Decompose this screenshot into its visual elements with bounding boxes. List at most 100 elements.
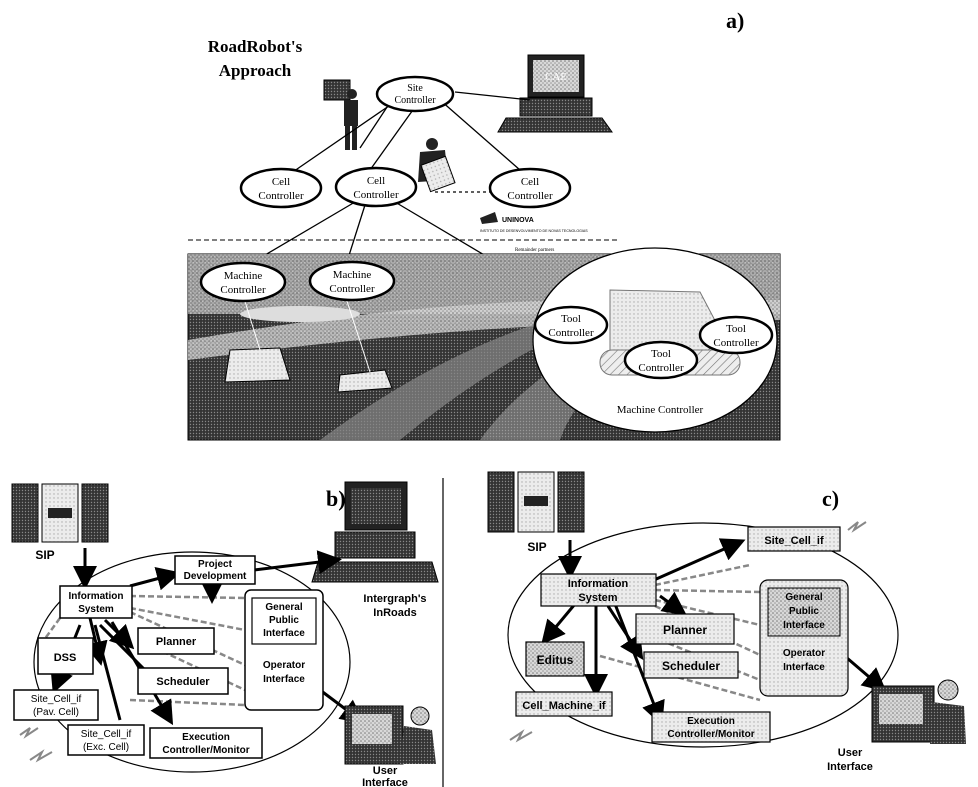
cell-machine-if-box: Cell_Machine_if <box>515 691 613 717</box>
svg-text:Machine: Machine <box>333 269 372 281</box>
editus-box: Editus <box>525 641 585 677</box>
svg-text:System: System <box>78 604 114 615</box>
svg-text:Tool: Tool <box>651 348 671 360</box>
svg-text:Cell: Cell <box>272 176 290 188</box>
engineer-figure-icon <box>323 79 358 150</box>
user-interface-icon <box>344 705 436 765</box>
sip-servers-c-icon <box>487 471 585 533</box>
user-interface-b-line1: User <box>373 765 398 777</box>
site-cell-exc-box: Site_Cell_if (Exc. Cell) <box>67 724 145 756</box>
control-flows-c <box>541 538 887 726</box>
svg-text:Controller: Controller <box>258 190 304 202</box>
wireless-links-icon <box>19 727 53 763</box>
machine-controller-caption: Machine Controller <box>617 404 704 416</box>
svg-text:Execution: Execution <box>687 716 735 727</box>
svg-text:Scheduler: Scheduler <box>156 676 210 688</box>
planner-c-box: Planner <box>635 613 735 645</box>
panel-c-label: c) <box>822 486 839 511</box>
partners-label: Remainder partners <box>515 248 554 253</box>
interfaces-c-container: General Public Interface Operator Interf… <box>759 579 849 697</box>
wireless-links-c-icon <box>509 521 867 743</box>
svg-text:Controller: Controller <box>220 284 266 296</box>
sip-c-label: SIP <box>527 540 546 554</box>
panel-a-title-line2: Approach <box>219 61 292 80</box>
system-boundary <box>33 551 351 773</box>
cell-controller-center: Cell Controller <box>334 166 418 208</box>
svg-text:DSS: DSS <box>54 652 77 664</box>
svg-text:(Exc. Cell): (Exc. Cell) <box>83 742 129 753</box>
svg-text:Site_Cell_if: Site_Cell_if <box>81 729 132 740</box>
svg-text:Operator: Operator <box>783 648 825 659</box>
system-boundary-c <box>507 522 899 748</box>
site-controller-line1: Site <box>407 83 423 94</box>
svg-text:Interface: Interface <box>783 662 825 673</box>
svg-text:Information: Information <box>69 591 124 602</box>
svg-text:Controller/Monitor: Controller/Monitor <box>667 729 754 740</box>
svg-text:(Pav. Cell): (Pav. Cell) <box>33 707 79 718</box>
scheduler-c-box: Scheduler <box>643 651 739 679</box>
general-public-line2: Public <box>269 615 299 626</box>
svg-text:Execution: Execution <box>182 732 230 743</box>
execution-controller-box: Execution Controller/Monitor <box>149 727 263 759</box>
information-system-box: Information System <box>59 585 133 619</box>
intergraph-line2: InRoads <box>373 607 416 619</box>
intergraph-workstation-icon <box>311 481 439 583</box>
uninova-logo: UNINOVA INSTITUTO DE DESENVOLVIMENTO DE … <box>480 212 588 233</box>
svg-text:Controller: Controller <box>548 327 594 339</box>
machine-controller-center: Machine Controller <box>308 260 396 302</box>
svg-text:Interface: Interface <box>783 620 825 631</box>
svg-text:Cell_Machine_if: Cell_Machine_if <box>522 700 605 712</box>
operator-interface-line1: Operator <box>263 660 305 671</box>
operator-laptop-icon <box>418 138 456 193</box>
svg-text:General: General <box>785 592 822 603</box>
planner-box: Planner <box>137 627 215 655</box>
user-interface-b-line2: Interface <box>362 777 408 787</box>
tool-controller-bottom: Tool Controller <box>623 340 699 380</box>
information-system-c-box: Information System <box>540 573 657 607</box>
svg-text:Information: Information <box>568 578 629 590</box>
tool-controller-right: Tool Controller <box>698 315 774 355</box>
svg-text:Site_Cell_if: Site_Cell_if <box>31 694 82 705</box>
user-interface-c-line1: User <box>838 747 863 759</box>
sip-label: SIP <box>35 548 54 562</box>
svg-text:Machine: Machine <box>224 270 263 282</box>
site-cell-if-c-box: Site_Cell_if <box>747 526 841 552</box>
general-public-line3: Interface <box>263 628 305 639</box>
svg-text:Controller: Controller <box>329 283 375 295</box>
machine-controller-left: Machine Controller <box>199 261 287 303</box>
cae-screen-text: CAE <box>545 71 567 83</box>
sip-servers-icon <box>11 483 109 543</box>
svg-text:Editus: Editus <box>537 653 574 667</box>
site-controller-node: Site Controller <box>375 75 455 113</box>
panel-a: a) RoadRobot's Approach CAE <box>187 8 781 441</box>
user-interface-c-icon <box>871 679 966 744</box>
svg-text:Planner: Planner <box>663 623 707 637</box>
cae-workstation-icon: CAE <box>497 54 613 133</box>
svg-text:System: System <box>578 592 617 604</box>
svg-text:Public: Public <box>789 606 819 617</box>
svg-text:Project: Project <box>198 559 233 570</box>
cell-controller-right: Cell Controller <box>488 167 572 209</box>
uninova-subtitle: INSTITUTO DE DESENVOLVIMENTO DE NOVAS TE… <box>480 229 588 233</box>
site-controller-line2: Controller <box>394 95 436 106</box>
project-development-box: Project Development <box>174 555 256 585</box>
svg-text:Controller/Monitor: Controller/Monitor <box>162 745 249 756</box>
svg-text:Site_Cell_if: Site_Cell_if <box>764 535 824 547</box>
svg-text:Cell: Cell <box>521 176 539 188</box>
svg-text:Controller: Controller <box>713 337 759 349</box>
execution-controller-c-box: Execution Controller/Monitor <box>651 711 771 743</box>
intergraph-line1: Intergraph's <box>363 593 426 605</box>
user-interface-c-line2: Interface <box>827 761 873 773</box>
svg-text:Development: Development <box>184 571 247 582</box>
svg-text:Scheduler: Scheduler <box>662 659 720 673</box>
svg-text:Controller: Controller <box>507 190 553 202</box>
panel-b: b) SIP Intergraph's InRoads <box>11 481 439 787</box>
panel-b-label: b) <box>326 486 346 511</box>
cell-controller-left: Cell Controller <box>239 167 323 209</box>
panel-a-label: a) <box>726 8 744 33</box>
tool-controller-left: Tool Controller <box>533 305 609 345</box>
operator-interface-line2: Interface <box>263 674 305 685</box>
svg-text:Controller: Controller <box>353 189 399 201</box>
general-public-line1: General <box>265 602 302 613</box>
